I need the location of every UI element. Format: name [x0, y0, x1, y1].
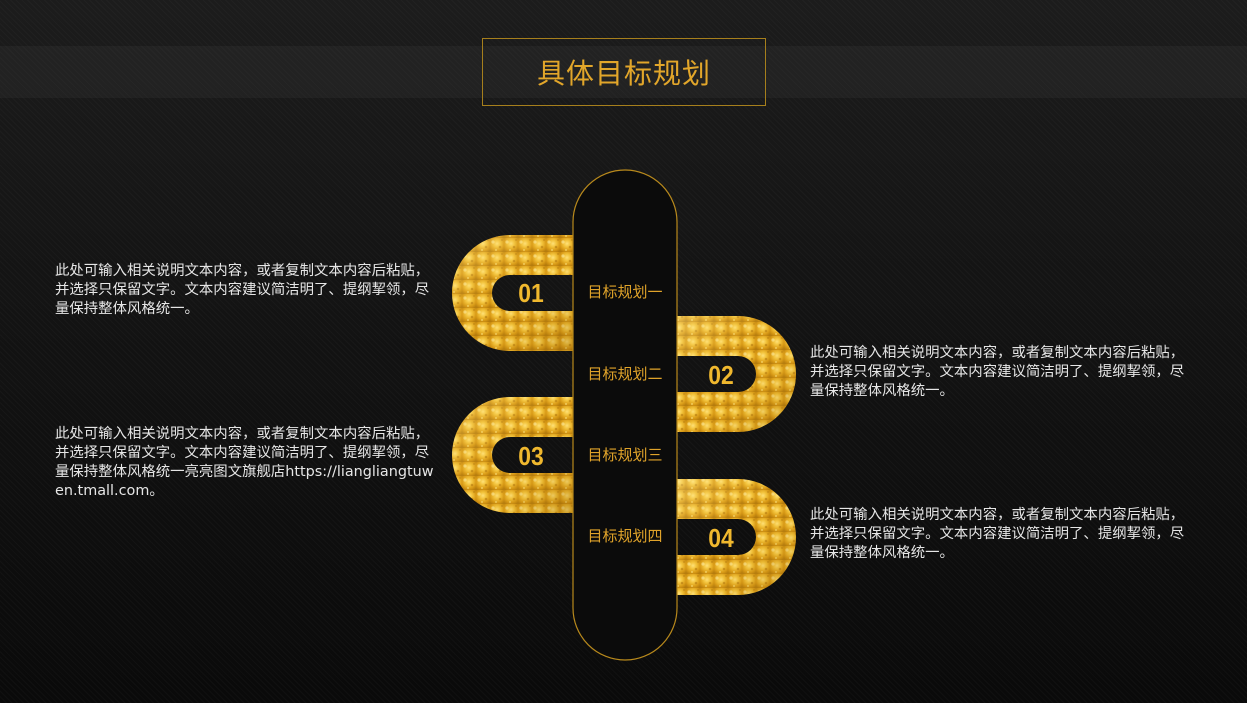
step-label-04: 目标规划四	[587, 527, 663, 545]
title-frame: 具体目标规划	[482, 38, 766, 106]
step-number-02: 02	[708, 360, 734, 390]
step-description-01: 此处可输入相关说明文本内容，或者复制文本内容后粘贴，并选择只保留文字。文本内容建…	[55, 263, 430, 317]
step-label-02: 目标规划二	[587, 365, 663, 383]
step-description-03: 此处可输入相关说明文本内容，或者复制文本内容后粘贴，并选择只保留文字。文本内容建…	[55, 426, 434, 499]
step-label-03: 目标规划三	[587, 446, 663, 464]
step-description-02: 此处可输入相关说明文本内容，或者复制文本内容后粘贴，并选择只保留文字。文本内容建…	[810, 345, 1185, 399]
step-description-04: 此处可输入相关说明文本内容，或者复制文本内容后粘贴，并选择只保留文字。文本内容建…	[810, 507, 1185, 561]
step-number-01: 01	[518, 278, 544, 308]
page-title: 具体目标规划	[536, 57, 711, 90]
step-number-04: 04	[708, 523, 734, 553]
center-capsule	[572, 169, 678, 661]
step-number-03: 03	[518, 441, 544, 471]
step-label-01: 目标规划一	[587, 283, 663, 301]
